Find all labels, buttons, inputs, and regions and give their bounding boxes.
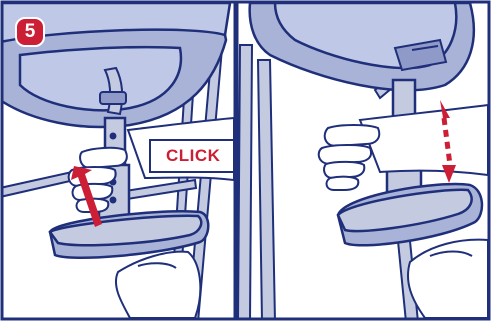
- click-label: CLICK: [166, 146, 220, 166]
- step-number: 5: [17, 19, 43, 45]
- right-panel: [238, 3, 488, 322]
